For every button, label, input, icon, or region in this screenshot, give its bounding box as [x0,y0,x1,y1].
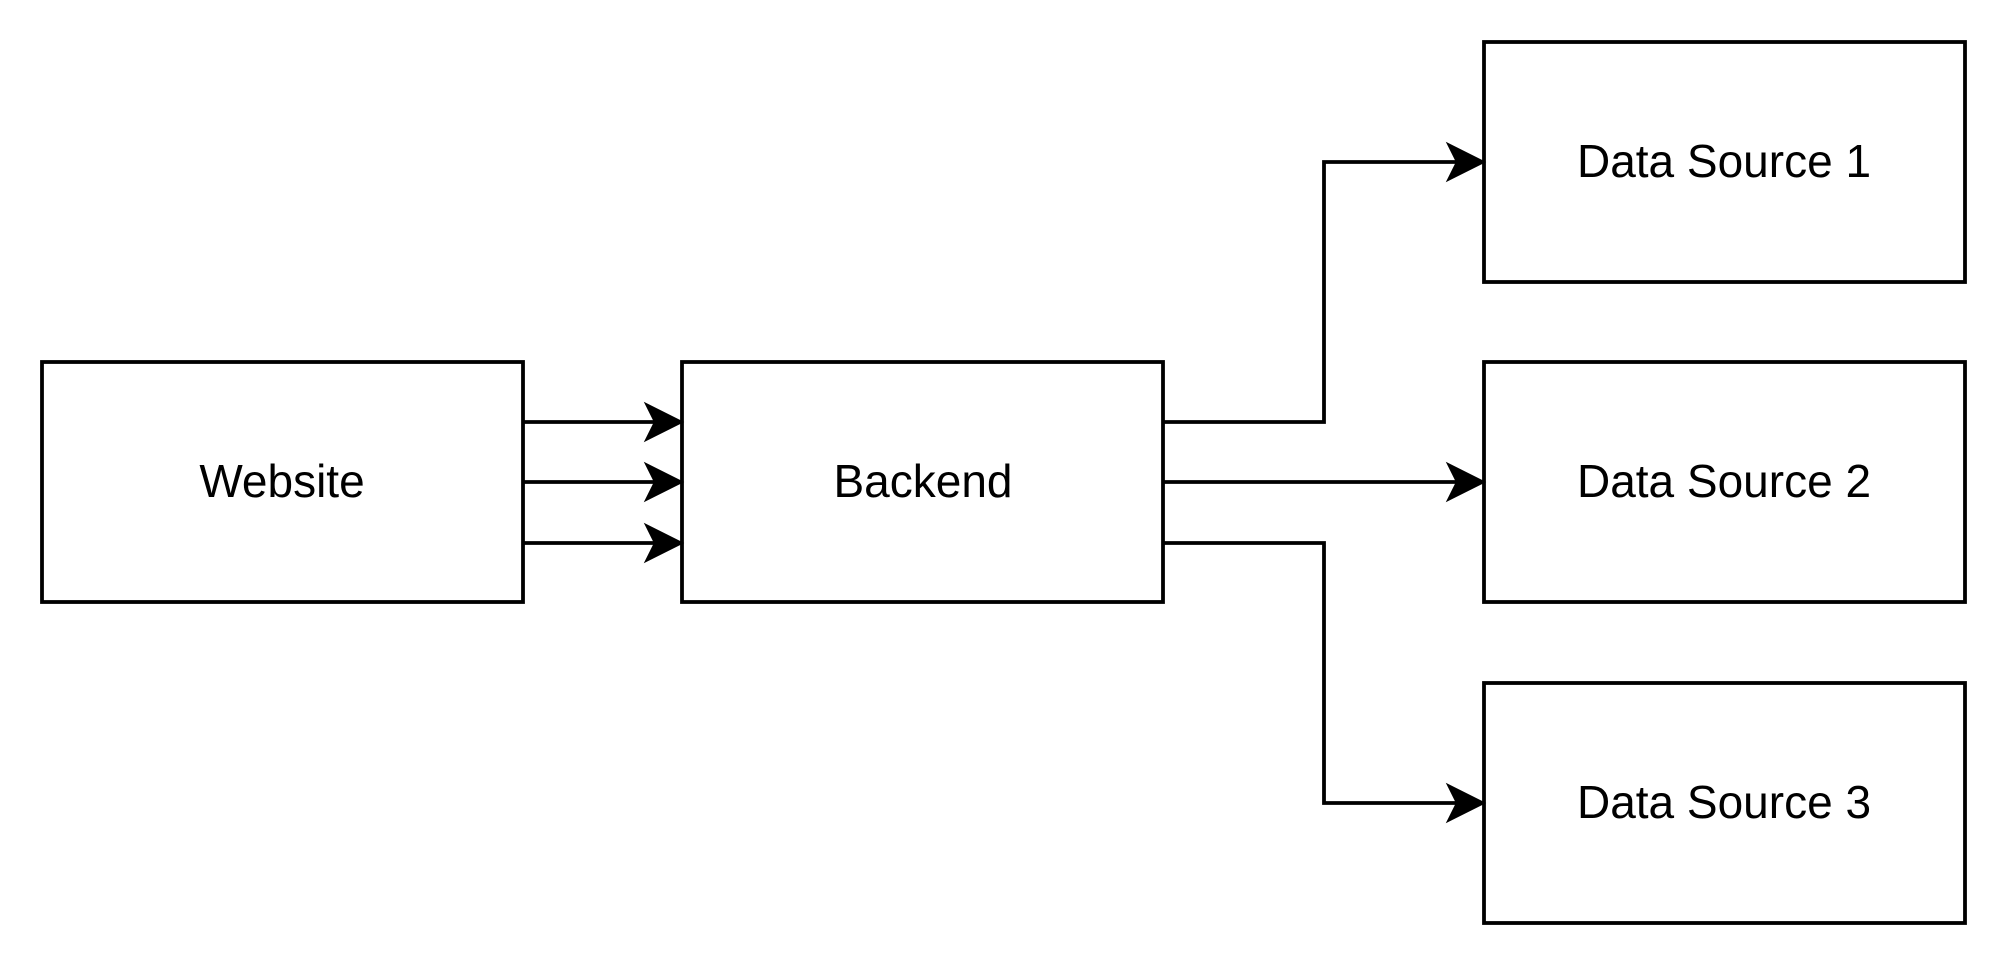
node-data-source-2-box [1482,360,1967,604]
arrowhead-icon [643,522,685,564]
node-data-source-1-label: Data Source 1 [1577,135,1871,187]
edge-backend-to-data-source-2 [1163,461,1487,503]
edge-backend-to-data-source-1 [1163,141,1487,424]
node-website-label: Website [199,455,364,507]
node-website[interactable]: Website [40,360,525,604]
arrowhead-icon [1445,782,1487,824]
node-website-box [40,360,525,604]
node-data-source-3[interactable]: Data Source 3 [1482,681,1967,925]
node-backend-label: Backend [833,455,1012,507]
arrowhead-icon [643,461,685,503]
edge-website-to-backend-2 [523,461,685,503]
node-data-source-3-box [1482,681,1967,925]
node-data-source-2[interactable]: Data Source 2 [1482,360,1967,604]
node-data-source-1[interactable]: Data Source 1 [1482,40,1967,284]
edge-website-to-backend-3 [523,522,685,564]
node-data-source-3-label: Data Source 3 [1577,776,1871,828]
node-backend[interactable]: Backend [680,360,1165,604]
node-data-source-1-box [1482,40,1967,284]
edge-backend-to-data-source-3 [1163,541,1487,824]
arrowhead-icon [643,401,685,443]
arrowhead-icon [1445,461,1487,503]
edge-website-to-backend-1 [523,401,685,443]
arrowhead-icon [1445,141,1487,183]
node-backend-box [680,360,1165,604]
node-data-source-2-label: Data Source 2 [1577,455,1871,507]
